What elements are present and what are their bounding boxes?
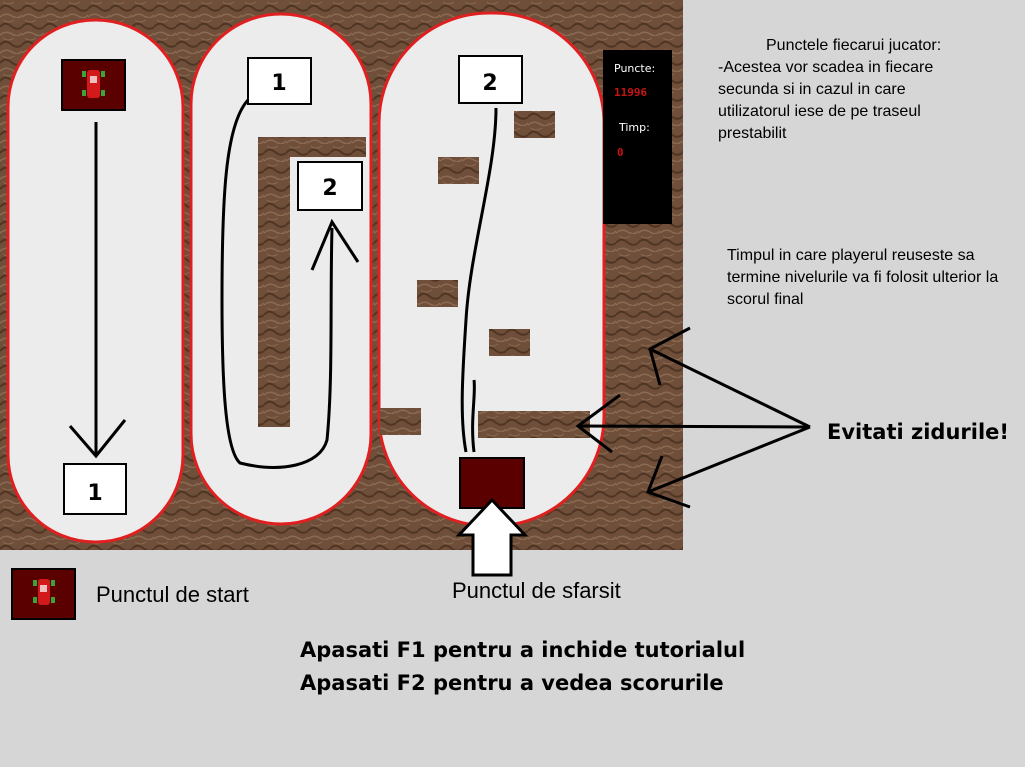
level2-start-label: 1: [271, 71, 286, 96]
instruction-view-scores: Apasati F2 pentru a vedea scorurile: [300, 671, 724, 695]
instruction-close-tutorial: Apasati F1 pentru a inchide tutorialul: [300, 638, 746, 662]
start-tile-icon: [11, 568, 76, 620]
walls-warning: Evitati zidurile!: [827, 420, 1009, 444]
hud-time-value: 0: [617, 146, 624, 159]
hud-points-label: Puncte:: [614, 62, 656, 75]
hud-points-value: 11996: [614, 86, 648, 99]
arrow-icon: [460, 107, 498, 453]
level2-end-tile: [297, 161, 363, 211]
wall-block: [438, 157, 479, 184]
wall-block: [514, 111, 555, 138]
start-tile-icon: [61, 59, 126, 111]
level3-start-label: 2: [482, 71, 497, 96]
level2-end-label: 2: [322, 176, 337, 201]
wall-block: [489, 329, 530, 356]
legend-end-label: Punctul de sfarsit: [452, 578, 621, 603]
points-note-title: Punctele fiecarui jucator:: [766, 37, 942, 54]
arrow-icon: [220, 98, 360, 469]
level2-start-tile: [247, 57, 312, 105]
level1-end-tile: [63, 463, 127, 515]
hud-panel: [603, 50, 672, 224]
legend-start-label: Punctul de start: [96, 582, 249, 607]
wall-block: [417, 280, 458, 307]
arrow-icon: [68, 122, 127, 459]
time-note: Timpul in care playerul reuseste sa term…: [727, 247, 999, 308]
points-note-body: -Acestea vor scadea in fiecare secunda s…: [718, 59, 934, 142]
wall-bar: [478, 411, 590, 438]
level3-start-tile: [458, 55, 523, 104]
level1-end-label: 1: [87, 481, 102, 506]
arrow-icon: [575, 326, 811, 509]
arrow-icon: [455, 497, 529, 577]
wall-block: [380, 408, 421, 435]
wall-u-shape: [258, 137, 366, 427]
hud-time-label: Timp:: [619, 121, 650, 134]
